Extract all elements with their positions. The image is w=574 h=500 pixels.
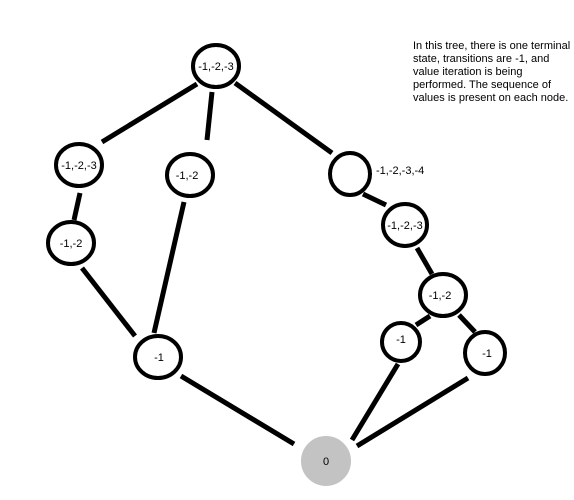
node-left-bottom-label: -1 xyxy=(154,352,164,364)
node-right-leaf-b: -1 xyxy=(463,330,507,376)
edge-righttop-rightsecond xyxy=(361,191,388,208)
edge-leafb-terminal xyxy=(355,375,470,449)
node-left-bottom: -1 xyxy=(133,334,183,380)
edge-root-lefttop xyxy=(100,81,199,145)
node-right-third: -1,-2 xyxy=(418,272,468,318)
edge-leafa-terminal xyxy=(349,362,401,442)
node-center: -1,-2 xyxy=(165,152,215,198)
edge-root-righttop xyxy=(233,80,334,156)
node-right-leaf-a-label: -1 xyxy=(396,334,406,346)
node-right-second-label: -1,-2,-3 xyxy=(387,220,422,232)
diagram-caption: In this tree, there is one terminal stat… xyxy=(413,40,571,104)
node-right-leaf-a: -1 xyxy=(380,321,422,363)
edge-root-center xyxy=(204,91,215,141)
node-terminal: 0 xyxy=(301,436,351,486)
node-left-mid-label: -1,-2 xyxy=(60,238,83,250)
node-right-top: -1,-2,-3,-4 xyxy=(328,151,424,197)
edges xyxy=(71,80,477,449)
node-root-label: -1,-2,-3 xyxy=(198,61,233,73)
edge-lefttop-leftmid xyxy=(71,192,83,221)
edge-center-leftbottom xyxy=(151,201,187,334)
node-left-top-label: -1,-2,-3 xyxy=(61,160,96,172)
node-right-leaf-b-label: -1 xyxy=(482,348,492,360)
node-left-top: -1,-2,-3 xyxy=(54,142,104,188)
edge-rightthird-leafa xyxy=(414,313,432,328)
node-right-third-label: -1,-2 xyxy=(429,290,452,302)
node-terminal-label: 0 xyxy=(323,456,329,468)
node-root: -1,-2,-3 xyxy=(191,43,241,89)
edge-rightsecond-rightthird xyxy=(414,246,435,276)
edge-rightthird-leafb xyxy=(457,313,477,334)
node-left-mid: -1,-2 xyxy=(46,220,96,266)
edge-leftmid-leftbottom xyxy=(80,266,137,338)
node-center-label: -1,-2 xyxy=(176,170,199,182)
node-right-top-outside-label: -1,-2,-3,-4 xyxy=(376,165,424,177)
edge-leftbottom-terminal xyxy=(179,373,296,447)
node-right-second: -1,-2,-3 xyxy=(381,202,429,248)
